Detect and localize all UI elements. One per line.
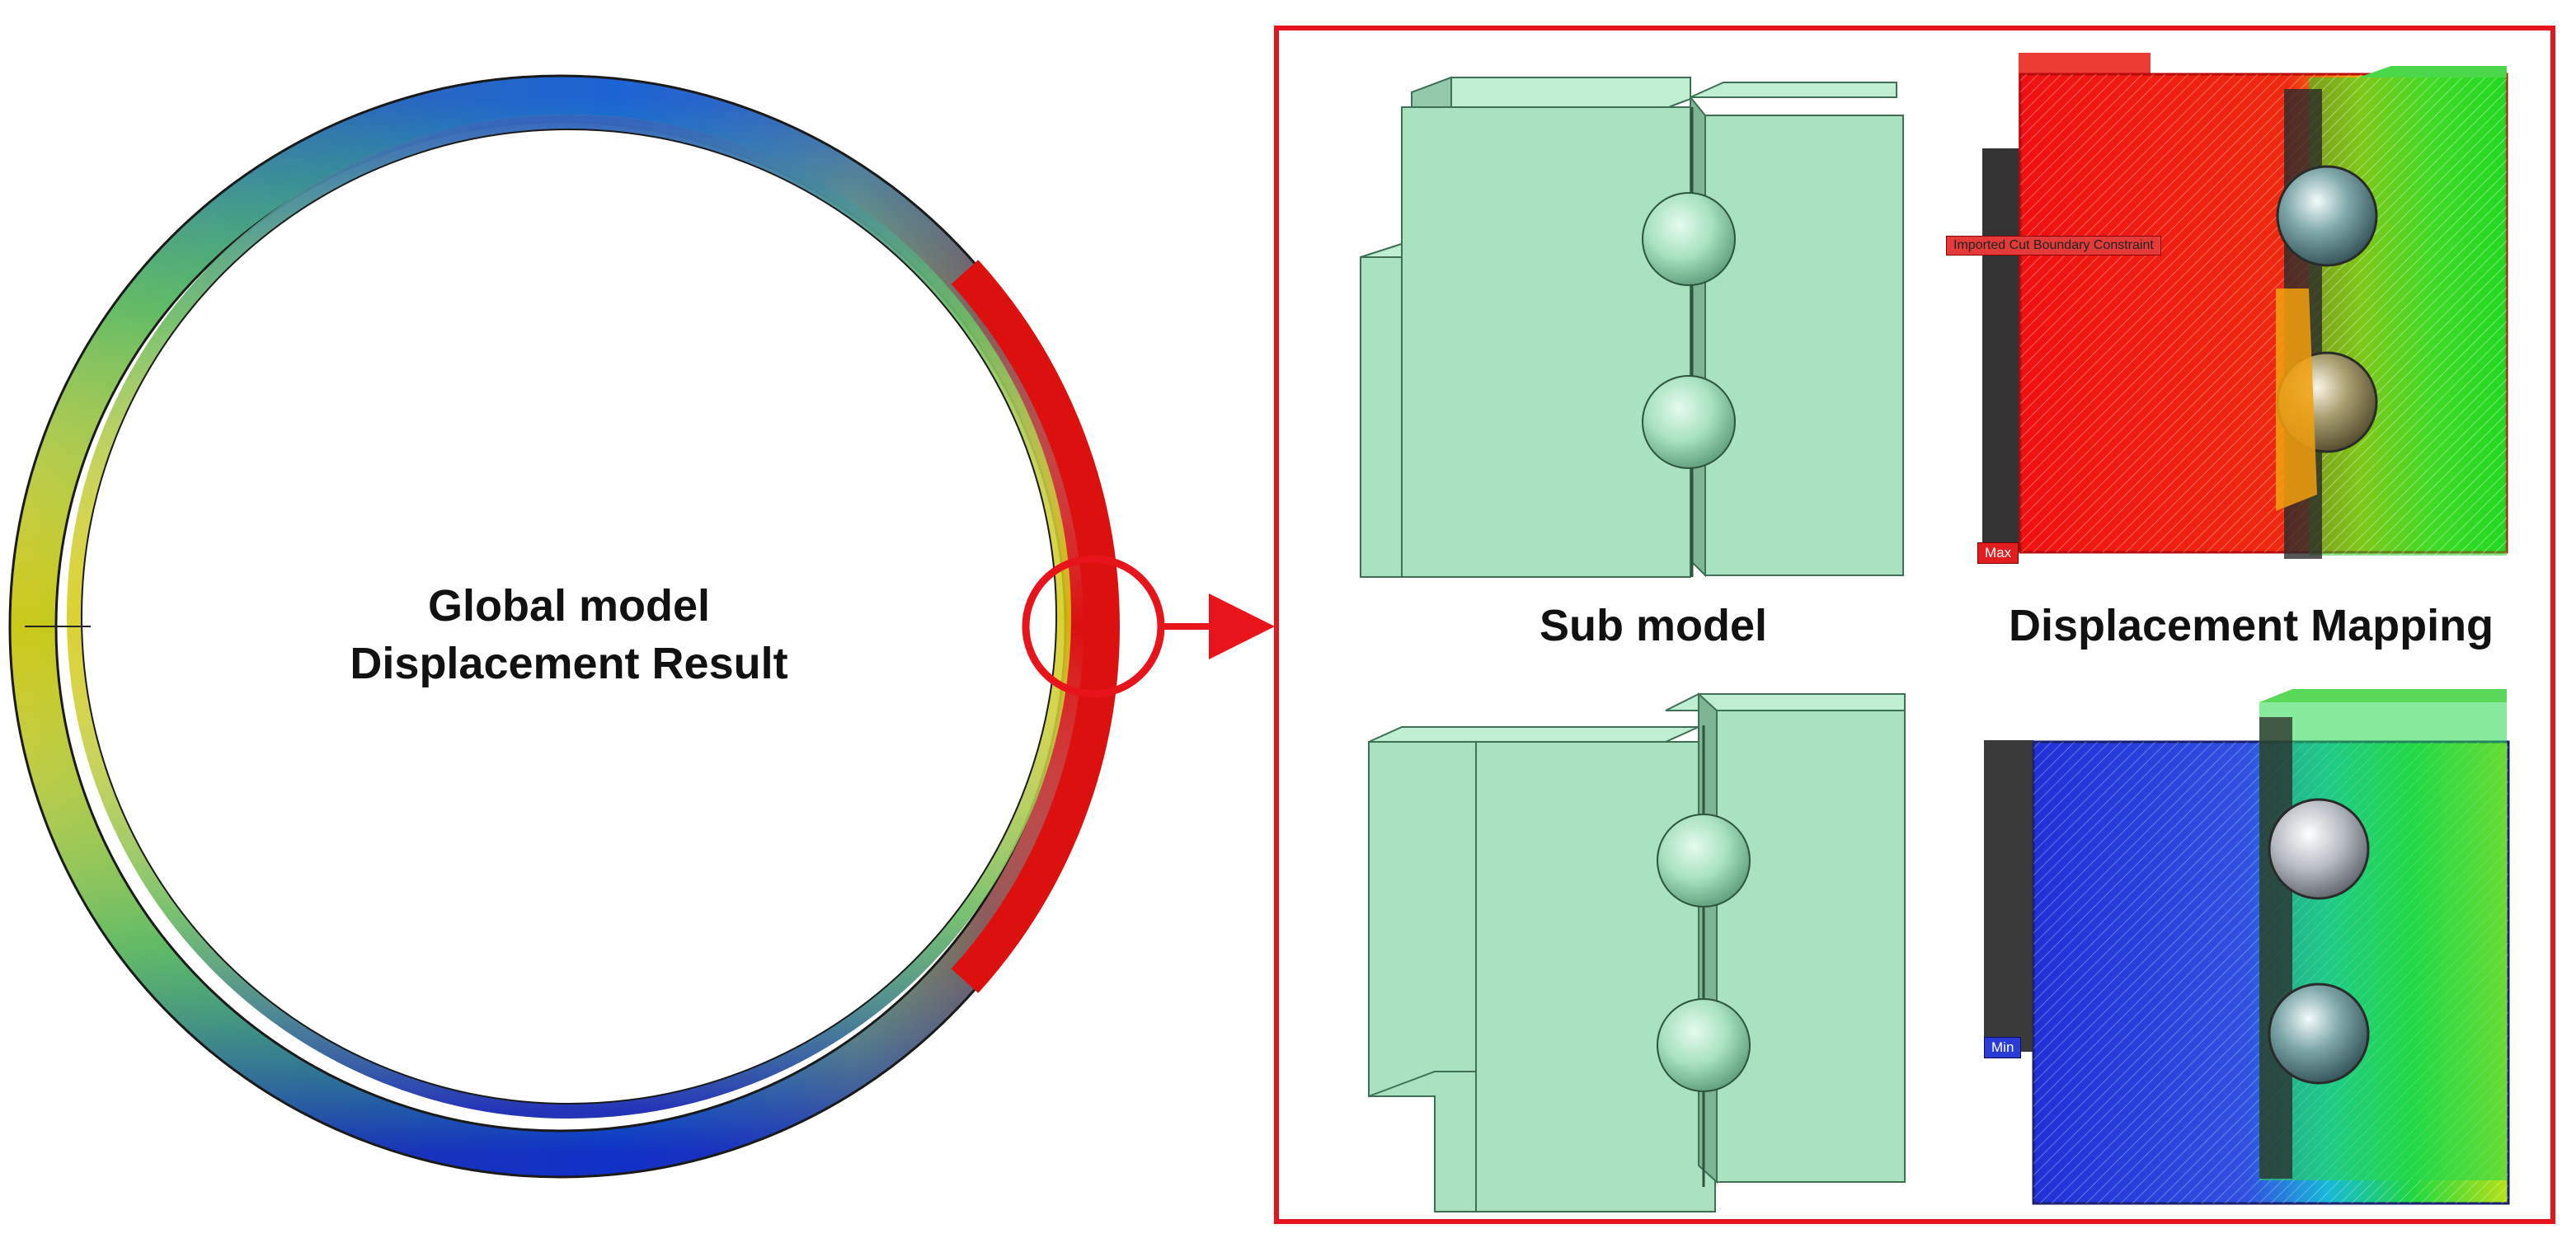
ring-inner-edge [81,129,1057,1105]
zoom-highlight-circle [1022,555,1165,698]
global-model-label-line2: Displacement Result [350,639,788,688]
sub-model-label: Sub model [1539,601,1767,650]
submodel-ball-2 [1642,375,1736,469]
ring-max-zone [951,260,1120,993]
global-model-label-line1: Global model [427,581,711,631]
submodel-bottom [1368,692,1906,1212]
mapping-bottom-ball-1 [2268,798,2370,900]
cut-boundary-tag: Imported Cut Boundary Constraint [1946,236,2161,256]
displacement-mapping-label: Displacement Mapping [2008,601,2494,650]
global-model-label: Global model Displacement Result [272,577,866,692]
submodel-top [1360,76,1904,578]
mapping-top [1982,53,2508,559]
min-tag: Min [1984,1037,2022,1058]
max-tag: Max [1977,542,2019,564]
mapping-top-ball-1 [2276,165,2378,267]
submodel-ball-1 [1642,192,1736,286]
submodel-ball-3 [1657,814,1751,908]
mapping-bottom-ball-2 [2268,983,2370,1085]
global-ring-model [8,74,1120,1179]
mapping-bottom [1984,689,2510,1205]
ring-inner-tint [67,115,1071,1119]
mapping-top-dark-side [1982,148,2020,552]
submodel-ball-4 [1657,998,1751,1092]
